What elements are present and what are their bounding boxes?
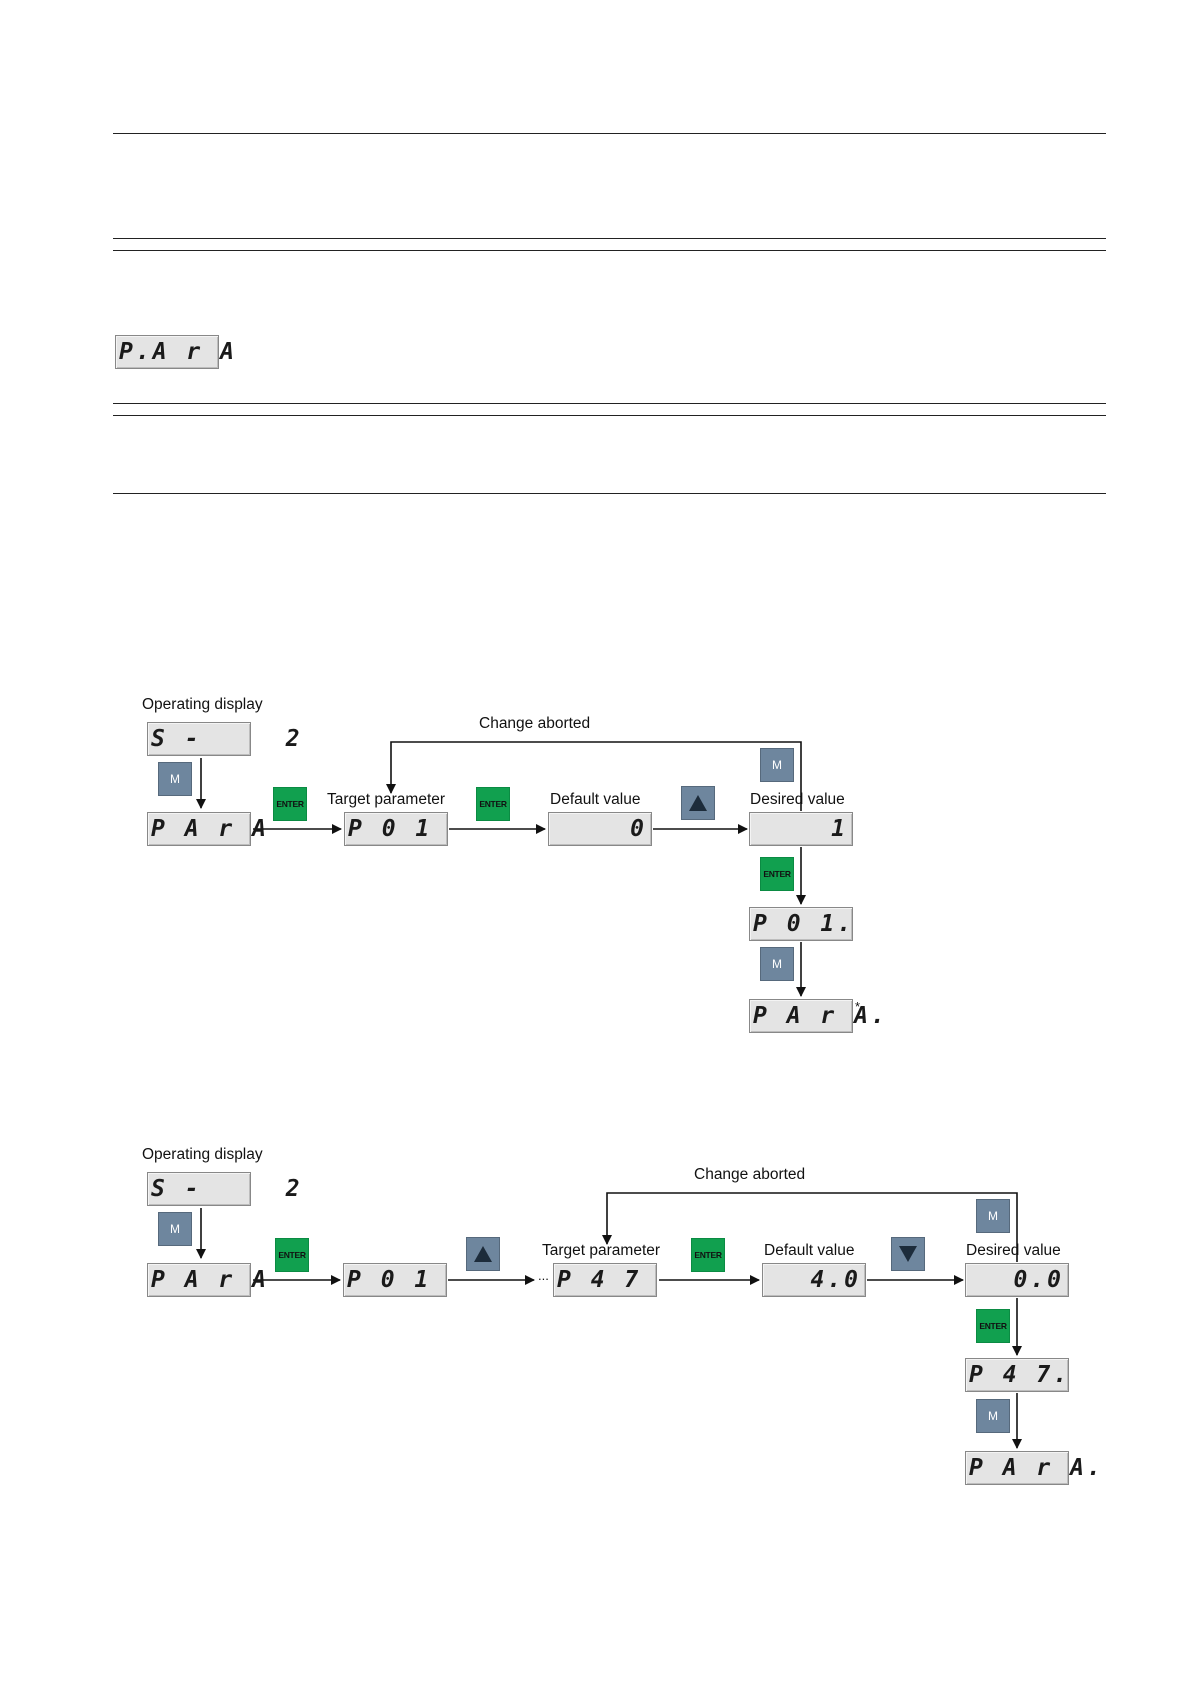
d1-confirmed-display: P 0 1.	[749, 907, 853, 941]
d1-operating-display: S - 2	[147, 722, 303, 756]
d2-enter-key-2[interactable]: ENTER	[691, 1238, 725, 1272]
d2-desired-value-text: 0.0	[1013, 1267, 1064, 1293]
d1-para-display-text: P A r A	[151, 816, 269, 842]
d2-operating-display-text: S - 2	[151, 1176, 303, 1202]
d2-change-aborted-label: Change aborted	[694, 1166, 806, 1183]
d2-target-parameter-label: Target parameter	[542, 1242, 661, 1259]
up-arrow-icon	[474, 1246, 492, 1262]
d2-default-value-label: Default value	[764, 1242, 855, 1259]
d2-desired-value-label: Desired value	[966, 1242, 1061, 1259]
rule-4	[113, 403, 1106, 404]
down-arrow-icon	[899, 1246, 917, 1262]
d1-m-key-2[interactable]: M	[760, 947, 794, 981]
d2-target-parameter-text: P 4 7	[557, 1267, 642, 1293]
d2-para-display: P A r A	[147, 1263, 269, 1297]
d1-para-final-display-text: P A r A.	[753, 1003, 888, 1029]
d1-default-value-text: 0	[630, 816, 647, 842]
d1-enter-key-3[interactable]: ENTER	[760, 857, 794, 891]
d1-target-parameter-text: P 0 1	[348, 816, 433, 842]
d2-default-value-text: 4.0	[810, 1267, 861, 1293]
up-arrow-icon	[689, 795, 707, 811]
d2-ellipsis: ...	[538, 1268, 549, 1283]
d1-target-parameter-display: P 0 1	[344, 812, 448, 846]
d1-enter-key-2[interactable]: ENTER	[476, 787, 510, 821]
d2-m-key-1[interactable]: M	[158, 1212, 192, 1246]
d2-enter-key-3[interactable]: ENTER	[976, 1309, 1010, 1343]
d1-operating-display-text: S - 2	[151, 726, 303, 752]
d2-down-key[interactable]	[891, 1237, 925, 1271]
d1-desired-value-label: Desired value	[750, 791, 845, 808]
d2-p01-display-text: P 0 1	[347, 1267, 432, 1293]
d1-desired-value-text: 1	[831, 816, 848, 842]
d1-para-display: P A r A	[147, 812, 269, 846]
d2-up-key[interactable]	[466, 1237, 500, 1271]
rule-3	[113, 250, 1106, 251]
d2-m-key-2[interactable]: M	[976, 1399, 1010, 1433]
d1-default-value-label: Default value	[550, 791, 641, 808]
d1-m-key-1[interactable]: M	[158, 762, 192, 796]
d2-operating-display-label: Operating display	[142, 1146, 263, 1163]
d2-m-key-abort[interactable]: M	[976, 1199, 1010, 1233]
d2-para-final-display: P A r A.	[965, 1451, 1104, 1485]
d2-desired-value-display: 0.0	[965, 1263, 1069, 1297]
d2-enter-key-1[interactable]: ENTER	[275, 1238, 309, 1272]
d1-target-parameter-label: Target parameter	[327, 791, 446, 808]
d1-desired-value-display: 1	[749, 812, 853, 846]
d2-confirmed-display-text: P 4 7.	[969, 1362, 1071, 1388]
d2-para-final-display-text: P A r A.	[969, 1455, 1104, 1481]
d2-target-parameter-display: P 4 7	[553, 1263, 657, 1297]
d1-enter-key-1[interactable]: ENTER	[273, 787, 307, 821]
d1-default-value-display: 0	[548, 812, 652, 846]
d2-default-value-display: 4.0	[762, 1263, 866, 1297]
d1-footnote-mark: *	[855, 999, 861, 1014]
d1-up-key[interactable]	[681, 786, 715, 820]
d1-m-key-abort[interactable]: M	[760, 748, 794, 782]
d2-operating-display: S - 2	[147, 1172, 303, 1206]
rule-6	[113, 493, 1106, 494]
d1-para-final-display: P A r A.	[749, 999, 888, 1033]
d1-change-aborted-label: Change aborted	[479, 715, 591, 732]
rule-1	[113, 133, 1106, 134]
d2-para-display-text: P A r A	[151, 1267, 269, 1293]
rule-5	[113, 415, 1106, 416]
d1-operating-display-label: Operating display	[142, 696, 263, 713]
rule-2	[113, 238, 1106, 239]
d2-confirmed-display: P 4 7.	[965, 1358, 1069, 1392]
d2-p01-display: P 0 1	[343, 1263, 447, 1297]
d1-confirmed-display-text: P 0 1.	[753, 911, 855, 937]
